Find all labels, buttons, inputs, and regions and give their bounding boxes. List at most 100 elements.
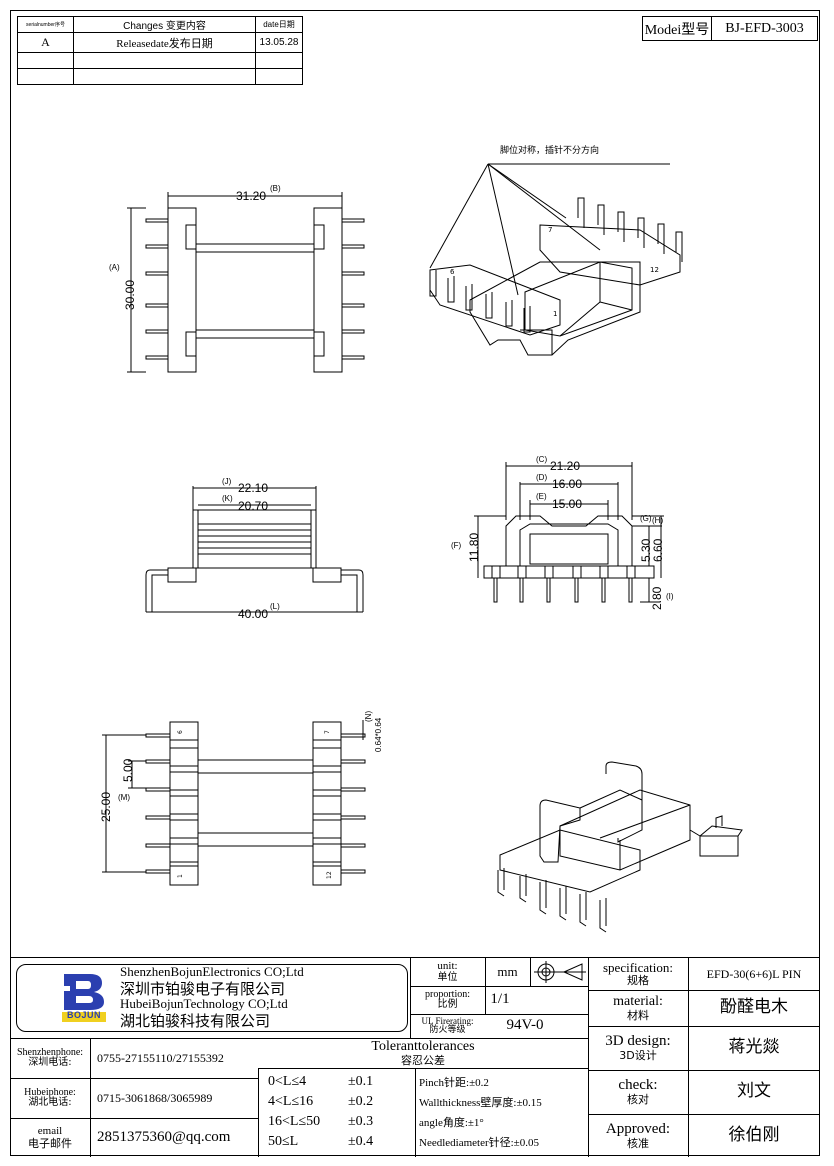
design-label-cn: 3D设计 xyxy=(619,1049,657,1063)
shenzhen-phone-value: 0755-27155110/27155392 xyxy=(97,1050,224,1065)
hubei-label-en: Hubeiphone: xyxy=(24,1086,76,1098)
tolerance-title-cn: 容忍公差 xyxy=(401,1053,445,1067)
proportion-value: 1/1 xyxy=(490,991,510,1008)
company-box xyxy=(16,964,408,1032)
bottom-pin-12: 12 xyxy=(326,871,333,879)
hubei-phone-label: Hubeiphone: 湖北电话: xyxy=(10,1078,90,1118)
divider xyxy=(10,1118,258,1119)
title-block: BOJUN ShenzhenBojunElectronics CO;Ltd 深圳… xyxy=(10,957,820,1157)
projection-symbol xyxy=(531,958,588,986)
tolerance-value: ±0.4 xyxy=(348,1134,374,1149)
firerating-label: UL Firerating: 防火等级 xyxy=(410,1014,485,1038)
divider xyxy=(258,1068,588,1069)
dim-g-value: 5.30 xyxy=(639,538,653,562)
bottom-pin-6: 6 xyxy=(177,730,184,734)
approved-label-cn: 核准 xyxy=(627,1136,649,1150)
company-name-en-2: HubeiBojunTechnology CO;Ltd xyxy=(120,996,288,1011)
company-name-cn-1: 深圳市铂骏电子有限公司 xyxy=(120,980,286,998)
divider xyxy=(258,1068,259,1157)
unit-label: unit: 单位 xyxy=(410,958,485,986)
material-label-en: material: xyxy=(613,993,663,1009)
top-view: 31.20 (B) 30.00 (A) xyxy=(109,184,365,373)
dim-j-value: 22.10 xyxy=(238,481,268,495)
tolerance-ranges: 0<L≤4 ±0.1 4<L≤16 ±0.2 16<L≤50 ±0.3 50≤L… xyxy=(268,1074,413,1154)
tolerance-note: Pinch针距:±0.2 xyxy=(419,1077,489,1089)
divider xyxy=(588,1070,820,1071)
bottom-view: 25.00 5.00 (M) 0.64*0.64 (N) xyxy=(99,711,383,886)
material-label-cn: 材料 xyxy=(627,1008,649,1022)
dim-e-tag: (E) xyxy=(536,492,547,501)
dim-l-value: 40.00 xyxy=(238,607,268,621)
check-label-cn: 核对 xyxy=(627,1093,649,1107)
proportion-label-cn: 比例 xyxy=(437,999,458,1010)
front-view: 22.10 (J) 20.70 (K) 40.00 (L) xyxy=(145,477,364,621)
email-value[interactable]: 2851375360@qq.com xyxy=(97,1128,231,1145)
tolerance-row: 4<L≤16 ±0.2 xyxy=(268,1094,413,1114)
dim-j-tag: (J) xyxy=(222,477,232,486)
divider xyxy=(90,1038,91,1157)
shenzhen-label-cn: 深圳电话: xyxy=(28,1057,72,1068)
dim-k-value: 20.70 xyxy=(238,499,268,513)
email-label-cn: 电子邮件 xyxy=(28,1136,72,1150)
spec-label-cn: 规格 xyxy=(627,974,649,988)
proportion-label: proportion: 比例 xyxy=(410,986,485,1014)
tolerance-range: 16<L≤50 xyxy=(268,1114,321,1129)
logo-mark-icon xyxy=(60,974,106,1022)
design-label-en: 3D design: xyxy=(605,1033,671,1050)
check-label: check: 核对 xyxy=(588,1070,688,1114)
divider xyxy=(530,958,531,986)
check-value: 刘文 xyxy=(737,1081,771,1102)
tolerance-title: Toleranttolerances 容忍公差 xyxy=(258,1038,588,1068)
side-view: 21.20 (C) 16.00 (D) 15.00 (E) xyxy=(451,455,674,610)
design-label: 3D design: 3D设计 xyxy=(588,1026,688,1070)
bottom-pin-1: 1 xyxy=(177,874,184,878)
hubei-phone-value: 0715-3061868/3065989 xyxy=(97,1090,213,1105)
technical-drawings: 31.20 (B) 30.00 (A) xyxy=(99,144,743,933)
logo-text: BOJUN xyxy=(66,1010,101,1020)
dim-e-value: 15.00 xyxy=(552,497,582,511)
divider xyxy=(688,958,689,1157)
company-logo: BOJUN xyxy=(60,972,110,1022)
approved-value: 徐伯刚 xyxy=(728,1124,780,1145)
unit-value: mm xyxy=(497,964,518,980)
material-value: 酚醛电木 xyxy=(720,997,788,1018)
dim-g-tag: (G) xyxy=(640,514,652,523)
model-label: Modei型号 xyxy=(643,17,712,40)
dim-b-tag: (B) xyxy=(270,184,281,193)
revision-table: serialnumber序号 Changes 变更内容 date日期 A Rel… xyxy=(17,16,303,85)
iso-pin-1: 1 xyxy=(553,310,557,318)
company-name-cn-2: 湖北铂骏科技有限公司 xyxy=(120,1012,271,1030)
shenzhen-label-en: Shenzhenphone: xyxy=(16,1046,84,1058)
dim-i-tag: (I) xyxy=(666,592,674,601)
tolerance-row: 0<L≤4 ±0.1 xyxy=(268,1074,413,1094)
tolerance-value: ±0.2 xyxy=(348,1094,374,1109)
tolerance-range: 4<L≤16 xyxy=(268,1094,314,1109)
dim-c-value: 21.20 xyxy=(550,459,580,473)
dim-n-value: 0.64*0.64 xyxy=(374,717,383,752)
company-name-en-1: ShenzhenBojunElectronics CO;Ltd xyxy=(120,964,304,979)
dim-l-tag: (L) xyxy=(270,602,280,611)
tolerance-row: 50≤L ±0.4 xyxy=(268,1134,413,1154)
iso-view-bottom xyxy=(497,761,743,933)
dim-n-tag: (N) xyxy=(364,711,373,722)
tolerance-notes: Pinch针距:±0.2 Wallthickness壁厚度:±0.15 angl… xyxy=(419,1074,587,1154)
firerating-label-cn: 防火等级 xyxy=(429,1025,466,1035)
tolerance-note: Needlediameter针径:±0.05 xyxy=(419,1137,539,1149)
firerating-value: 94V-0 xyxy=(506,1017,544,1034)
hubei-label-cn: 湖北电话: xyxy=(28,1097,72,1108)
divider xyxy=(415,1068,416,1157)
unit-label-cn: 单位 xyxy=(437,971,458,983)
divider xyxy=(588,1114,820,1115)
dim-f-value: 11.80 xyxy=(467,533,481,562)
tolerance-value: ±0.3 xyxy=(348,1114,374,1129)
firerating-label-en: UL Firerating: xyxy=(421,1015,474,1026)
divider xyxy=(10,1078,258,1079)
divider xyxy=(410,1014,588,1015)
dim-d-value: 16.00 xyxy=(552,477,582,491)
iso-pin-6: 6 xyxy=(450,268,455,276)
divider xyxy=(588,990,820,991)
dim-h-value: 6.60 xyxy=(651,538,665,562)
iso-view-top: 脚位对称，插针不分方向 xyxy=(429,144,683,356)
dim-a-tag: (A) xyxy=(109,263,120,272)
